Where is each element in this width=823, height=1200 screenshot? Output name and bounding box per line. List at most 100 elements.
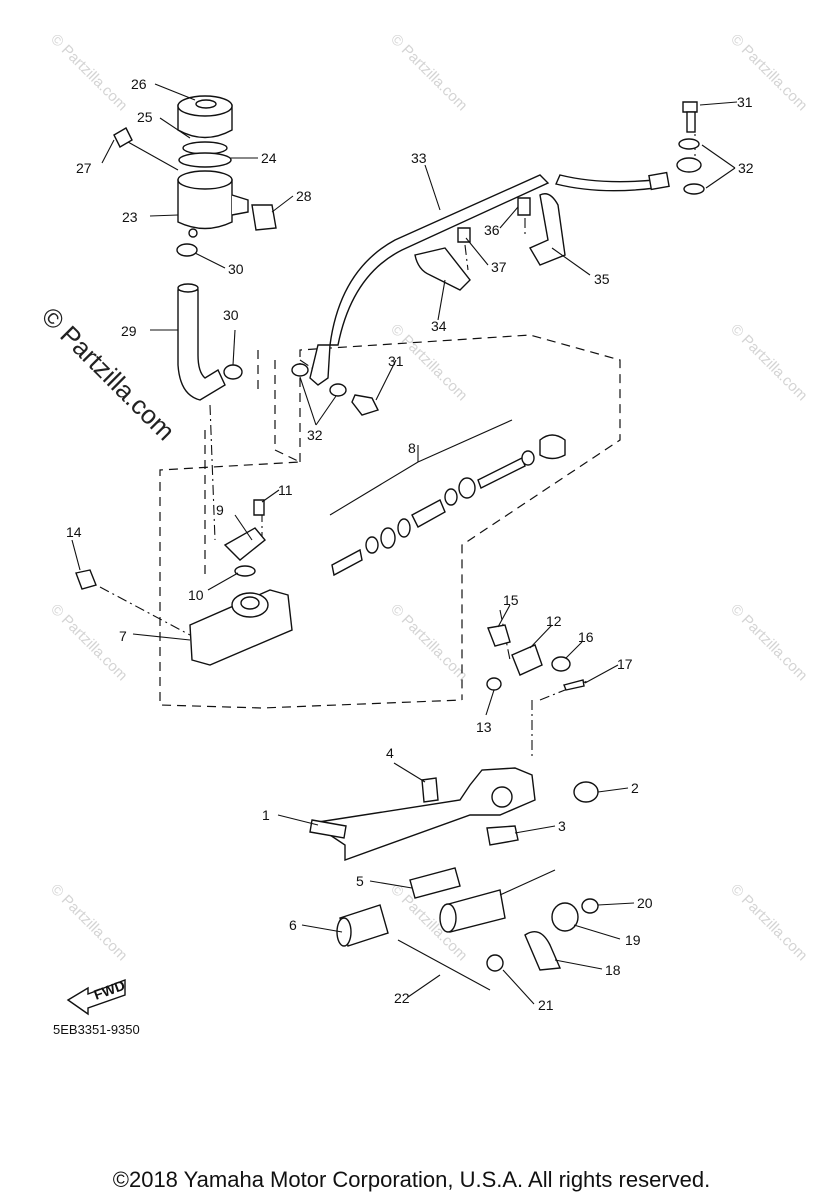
bolt (517, 197, 531, 216)
label-25: 25 (137, 109, 153, 125)
label-10: 10 (188, 587, 204, 603)
label-12: 12 (546, 613, 562, 629)
brake-hose (329, 174, 550, 346)
spring (331, 548, 363, 577)
label-35: 35 (594, 271, 610, 287)
watermark-large: © Partzilla.com (36, 301, 181, 446)
bolt (75, 569, 97, 590)
master-cylinder-kit-outline (299, 334, 621, 700)
label-32-lower: 32 (307, 427, 323, 443)
label-37: 37 (491, 259, 507, 275)
washer (291, 363, 309, 377)
clevis (511, 644, 543, 676)
watermark-text: © Partzilla.com (387, 31, 470, 114)
watermark-text: © Partzilla.com (387, 601, 470, 684)
diaphragm (182, 141, 228, 155)
brake-pedal-assembly (309, 767, 599, 991)
bushing (551, 902, 579, 932)
watermark-text: © Partzilla.com (727, 601, 810, 684)
label-31-lower: 31 (388, 353, 404, 369)
bolt-head (486, 954, 504, 972)
label-2: 2 (631, 780, 639, 796)
label-23: 23 (122, 209, 138, 225)
nut (486, 677, 502, 691)
o-ring (234, 565, 256, 577)
reservoir-hose (177, 289, 226, 401)
label-30-upper: 30 (228, 261, 244, 277)
bolt (113, 127, 133, 148)
label-31-upper: 31 (737, 94, 753, 110)
label-26: 26 (131, 76, 147, 92)
label-17: 17 (617, 656, 633, 672)
seal-ring (178, 152, 232, 168)
brake-pedal (310, 767, 536, 861)
copyright-notice: ©2018 Yamaha Motor Corporation, U.S.A. A… (112, 1167, 711, 1192)
hose-joint (223, 527, 266, 561)
label-19: 19 (625, 932, 641, 948)
label-22: 22 (394, 990, 410, 1006)
label-36: 36 (484, 222, 500, 238)
adjuster (486, 825, 519, 846)
label-4: 4 (386, 745, 394, 761)
bracket (528, 193, 566, 266)
label-15: 15 (503, 592, 519, 608)
master-cylinder-outline (159, 360, 463, 709)
screw (253, 499, 265, 516)
leader-lines (71, 83, 738, 1005)
label-9: 9 (216, 502, 224, 518)
hose-clip-lower (223, 364, 243, 380)
label-27: 27 (76, 160, 92, 176)
return-spring (409, 867, 461, 899)
collar (581, 898, 599, 914)
label-5: 5 (356, 873, 364, 889)
label-3: 3 (558, 818, 566, 834)
washer (573, 781, 599, 803)
label-7: 7 (119, 628, 127, 644)
union-bolt (351, 394, 379, 416)
washer (678, 138, 700, 150)
watermark-text: © Partzilla.com (727, 881, 810, 964)
reservoir-assembly (113, 95, 277, 401)
label-24: 24 (261, 150, 277, 166)
washer (551, 656, 571, 672)
label-30-lower: 30 (223, 307, 239, 323)
bolt (487, 624, 511, 647)
washer (683, 183, 705, 195)
watermark-text: © Partzilla.com (47, 881, 130, 964)
washer (329, 383, 347, 397)
fwd-arrow: FWD (66, 977, 127, 1016)
watermark-text: © Partzilla.com (47, 31, 130, 114)
reservoir-body (177, 179, 233, 230)
diagram-code: 5EB3351-9350 (53, 1022, 140, 1037)
plate (251, 204, 277, 231)
push-rod (477, 457, 526, 489)
label-32-upper: 32 (738, 160, 754, 176)
label-13: 13 (476, 719, 492, 735)
label-6: 6 (289, 917, 297, 933)
label-1: 1 (262, 807, 270, 823)
cotter-pin (563, 679, 585, 691)
nut (421, 777, 439, 803)
part-labels: 26 25 24 23 27 28 30 29 30 33 31 32 35 3… (66, 76, 754, 1013)
master-cylinder-kit (329, 419, 566, 577)
label-34: 34 (431, 318, 447, 334)
label-18: 18 (605, 962, 621, 978)
hose-clip (176, 243, 198, 257)
label-11: 11 (278, 482, 293, 498)
label-8: 8 (408, 440, 416, 456)
label-20: 20 (637, 895, 653, 911)
bolt (682, 101, 698, 113)
assembly-outlines (99, 120, 696, 760)
clevis-assembly (486, 624, 585, 691)
boot (539, 434, 566, 460)
piston (411, 499, 446, 528)
label-16: 16 (578, 629, 594, 645)
brake-hose-end (555, 174, 656, 192)
fwd-arrow-icon (66, 978, 126, 1016)
label-33: 33 (411, 150, 427, 166)
hose-guide (414, 247, 471, 291)
banjo-fitting (309, 344, 331, 386)
label-21: 21 (538, 997, 554, 1013)
banjo-bolt-end (676, 157, 702, 173)
